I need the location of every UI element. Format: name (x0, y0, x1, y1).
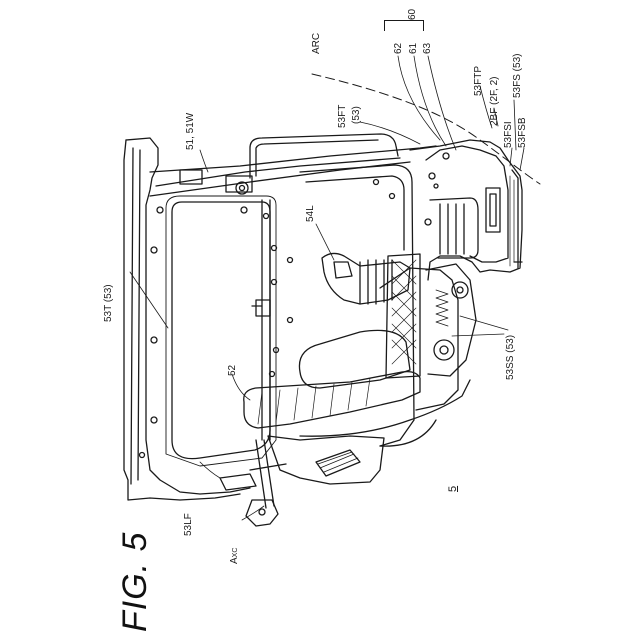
step-footing (246, 500, 278, 526)
label-53ftp: 53FTP (474, 66, 484, 96)
seat-cushion (299, 330, 410, 388)
label-52: 52 (228, 365, 238, 376)
step-bolt (259, 509, 265, 515)
label-53lf: 53LF (184, 513, 194, 536)
label-53ss: 53SS (53) (506, 335, 516, 380)
front-hatching (510, 176, 514, 266)
mechanism-spring (436, 290, 448, 326)
cab-floor (300, 380, 470, 446)
center-pillar-bracket (252, 300, 270, 316)
label-53fsb: 53FSB (518, 117, 528, 148)
label-53t: 53T (53) (104, 284, 114, 322)
label-51-51w: 51, 51W (186, 113, 196, 150)
rear-window-inner (166, 196, 276, 466)
cab-rear-frame (124, 140, 240, 500)
rear-window-panel (172, 202, 270, 459)
frame-bolts-left (140, 207, 164, 458)
label-arc: ARC (312, 33, 322, 54)
front-bolts (425, 153, 449, 225)
label-53fs: 53FS (53) (513, 54, 523, 98)
label-axc-sub: XC (232, 548, 239, 558)
center-pillar (262, 200, 270, 440)
label-5: 5 (448, 486, 458, 492)
label-60: 60 (408, 9, 418, 20)
label-axc: AXC (230, 548, 241, 564)
label-53ft: 53FT (338, 105, 348, 128)
front-duct-slats (440, 204, 464, 254)
label-53ft-paren: (53) (352, 106, 362, 124)
lower-step (268, 436, 384, 484)
lower-frame-link (220, 474, 256, 490)
lower-step-grille-lines (318, 452, 358, 472)
door-frame (300, 165, 414, 446)
label-53fsi: 53FSI (504, 121, 514, 148)
seat-mechanism (426, 264, 476, 376)
label-axc-main: A (229, 557, 240, 564)
door-bolts (264, 180, 395, 377)
label-62: 62 (394, 43, 404, 54)
label-bracket (384, 20, 424, 31)
label-54l: 54L (306, 205, 316, 222)
label-63: 63 (423, 43, 433, 54)
front-vents (486, 188, 500, 232)
cab-inner-frame-line (131, 148, 140, 484)
steering-knob (334, 262, 352, 278)
door-frame-inner (306, 176, 404, 250)
label-61: 61 (409, 43, 419, 54)
figure-title: FIG. 5 (118, 532, 152, 632)
label-2bf: 2BF (2F, 2) (490, 77, 500, 126)
front-duct (430, 198, 478, 258)
